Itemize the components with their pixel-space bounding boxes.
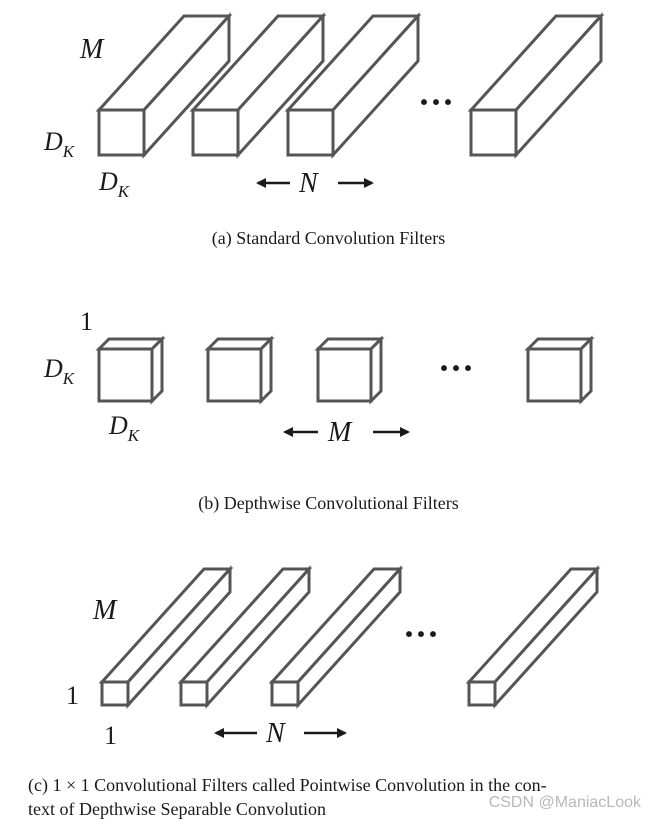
panel-a-height-label: DK <box>43 127 76 161</box>
panel-c-depth-label: M <box>92 595 118 626</box>
panel-a-depth-label: M <box>79 34 105 65</box>
panel-c-count-label: N <box>265 718 286 749</box>
depthwise-filter-box <box>204 335 275 405</box>
panel-a-caption: (a) Standard Convolution Filters <box>211 228 446 248</box>
panel-b-caption: (b) Depthwise Convolutional Filters <box>198 493 459 513</box>
standard-filter-boxes <box>95 12 605 159</box>
panel-c-caption-line1: (c) 1 × 1 Convolutional Filters called P… <box>28 775 547 795</box>
panel-b-depth-label: 1 <box>80 307 93 336</box>
standard-filter-box <box>189 12 327 159</box>
depthwise-filter-boxes <box>95 335 595 405</box>
pointwise-filter-box <box>98 565 234 709</box>
depthwise-filter-box <box>95 335 166 405</box>
panel-b-ellipsis: ··· <box>438 348 474 388</box>
pointwise-filter-box <box>465 565 601 709</box>
panel-c-caption: (c) 1 × 1 Convolutional Filters called P… <box>28 773 638 821</box>
depthwise-filter-box <box>314 335 385 405</box>
standard-filter-box <box>95 12 233 159</box>
standard-filter-box <box>467 12 605 159</box>
panel-a-count-label: N <box>298 168 319 199</box>
panel-c-width-label: 1 <box>104 721 117 750</box>
depthwise-filter-box <box>524 335 595 405</box>
pointwise-filter-box <box>268 565 404 709</box>
panel-c-height-label: 1 <box>66 681 79 710</box>
panel-b-height-label: DK <box>43 354 76 388</box>
panel-b-width-label: DK <box>108 411 141 445</box>
pointwise-filter-box <box>177 565 313 709</box>
standard-filter-box <box>284 12 422 159</box>
panel-a-width-label: DK <box>98 167 131 201</box>
panel-c-caption-line2: text of Depthwise Separable Convolution <box>28 799 326 819</box>
watermark: CSDN @ManiacLook <box>488 794 641 811</box>
panel-c-ellipsis: ··· <box>403 614 439 654</box>
panel-b-count-label: M <box>327 417 353 448</box>
pointwise-filter-boxes <box>98 565 601 709</box>
panel-a-ellipsis: ··· <box>418 82 454 122</box>
